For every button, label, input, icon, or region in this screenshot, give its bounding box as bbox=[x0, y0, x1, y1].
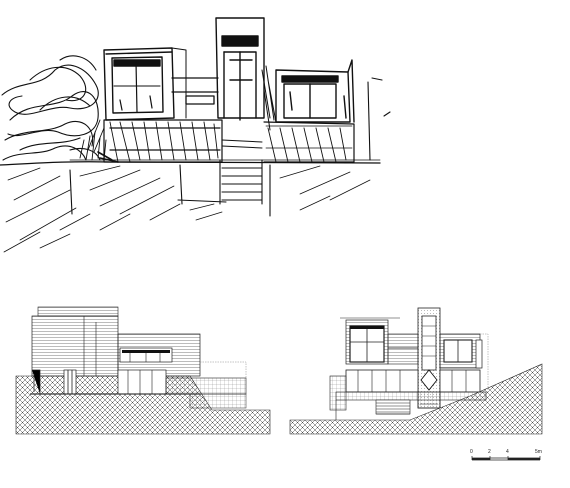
sketch-stair bbox=[219, 159, 263, 205]
scale-bar: 0 2 4 5m bbox=[470, 449, 542, 461]
side-low-wall bbox=[165, 377, 247, 395]
scale-label-2: 2 bbox=[488, 449, 491, 455]
sketch-left-block bbox=[103, 47, 187, 121]
sketch-middle-band bbox=[171, 77, 219, 105]
scale-label-4: 4 bbox=[506, 449, 509, 455]
scale-label-5m: 5m bbox=[535, 449, 542, 455]
sketch-perspective bbox=[0, 17, 391, 253]
sketch-tower bbox=[215, 17, 265, 121]
sketch-podium bbox=[97, 119, 355, 163]
scale-label-0: 0 bbox=[470, 449, 473, 455]
side-lower-glazing bbox=[117, 369, 167, 395]
elevation-side bbox=[15, 306, 271, 435]
side-upper-block bbox=[31, 315, 119, 377]
front-terrain-hatch bbox=[289, 363, 543, 435]
front-lower-glazing bbox=[345, 369, 419, 393]
sketch-grass bbox=[79, 119, 107, 161]
front-diamond-motif bbox=[420, 369, 438, 391]
sketch-foliage bbox=[1, 55, 101, 161]
elevation-front bbox=[289, 307, 543, 435]
sketch-right-block bbox=[275, 59, 355, 123]
sketch-terrain bbox=[3, 165, 371, 253]
sketch-shading bbox=[221, 65, 277, 149]
